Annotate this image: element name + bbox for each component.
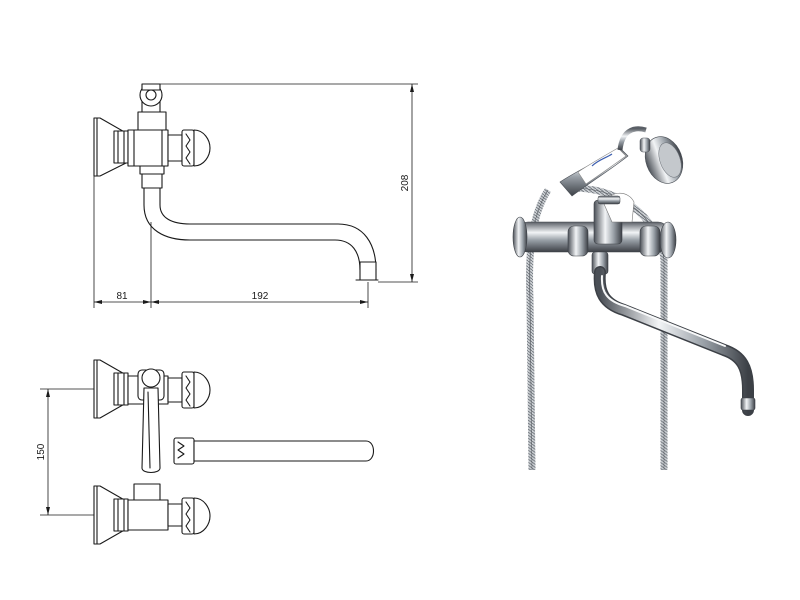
top-diverter-knob bbox=[141, 368, 161, 388]
side-view-dimensions: 208 81 192 bbox=[93, 83, 418, 308]
dimension-label-inlet-spacing: 150 bbox=[36, 443, 47, 460]
product-photo bbox=[512, 126, 756, 471]
top-upper-knob bbox=[193, 371, 211, 409]
top-lower-knob bbox=[193, 497, 211, 535]
side-view-drawing bbox=[93, 83, 379, 281]
side-spout bbox=[143, 187, 361, 271]
top-view-drawing bbox=[93, 359, 375, 545]
top-spout bbox=[193, 440, 375, 462]
right-handle bbox=[639, 225, 661, 257]
left-wall-flange bbox=[512, 216, 528, 258]
left-handle bbox=[567, 225, 589, 257]
side-spout-collar bbox=[139, 165, 165, 175]
dimension-label-spout-reach: 192 bbox=[252, 291, 269, 302]
faucet-spout bbox=[593, 266, 754, 416]
side-eccentric-nut bbox=[113, 130, 129, 164]
top-spout-swivel bbox=[173, 437, 195, 465]
side-cartridge bbox=[167, 134, 183, 162]
dimension-label-height: 208 bbox=[400, 174, 411, 191]
right-wall-flange bbox=[659, 221, 677, 259]
dimension-label-wall-axis: 81 bbox=[116, 291, 128, 302]
top-view-dimensions: 150 bbox=[36, 388, 94, 516]
top-lower-body bbox=[127, 499, 169, 531]
shower-handle-ceramic bbox=[577, 147, 627, 185]
spout-aerator bbox=[740, 397, 756, 411]
side-knob-cap bbox=[193, 129, 211, 167]
side-aerator bbox=[359, 261, 377, 281]
top-body-column bbox=[141, 387, 161, 474]
side-diverter-housing bbox=[137, 111, 167, 131]
